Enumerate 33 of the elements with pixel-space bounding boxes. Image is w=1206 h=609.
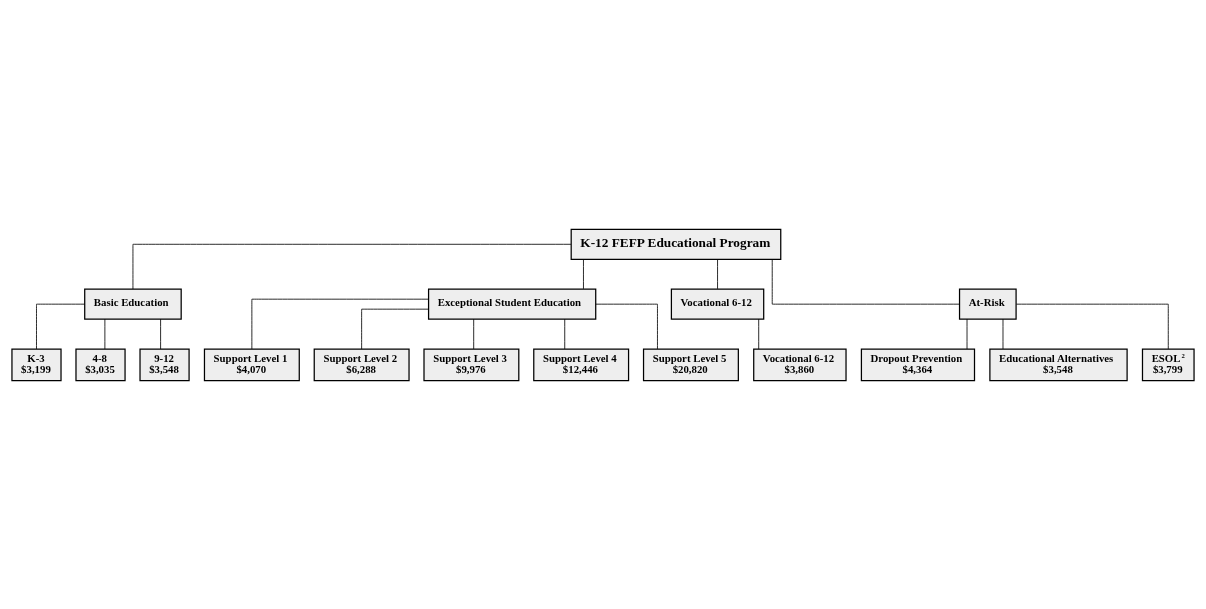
node-box: Vocational 6-12 [670, 288, 765, 320]
connector [132, 243, 572, 289]
node-box: Basic Education [84, 288, 182, 320]
connector [758, 318, 760, 349]
node-box: Support Level 3 $9,976 [423, 347, 520, 381]
connector [595, 303, 658, 349]
connector [771, 258, 960, 305]
connector [564, 318, 566, 349]
node-box: Vocational 6-12 $3,860 [753, 347, 847, 381]
connector [361, 308, 429, 349]
node-box: Support Level 4 $12,446 [533, 347, 630, 381]
connector [1016, 303, 1169, 349]
node-box: 9-12 $3,548 [139, 347, 190, 381]
node-box: K-12 FEFP Educational Program [570, 228, 782, 260]
connector [104, 318, 106, 349]
connector [160, 318, 161, 349]
connector [36, 303, 86, 349]
node-box: At-Risk [958, 288, 1017, 320]
connector [717, 258, 718, 289]
node-box: Exceptional Student Education [427, 288, 597, 320]
connector [966, 318, 968, 349]
connector [473, 318, 475, 349]
connector [1002, 318, 1004, 349]
node-box: Support Level 2 $6,288 [313, 347, 410, 381]
node-box: K-3 $3,199 [11, 347, 62, 381]
node-box: Support Level 5 $20,820 [642, 347, 739, 381]
node-box: Support Level 1 $4,070 [203, 347, 300, 381]
connector [583, 258, 584, 289]
node-box: 4-8 $3,035 [75, 347, 126, 381]
node-box: Educational Alternatives $3,548 [989, 347, 1128, 381]
node-box: Dropout Prevention $4,364 [860, 347, 976, 381]
node-box: ESOL$^{2}$ $3,799 [1141, 347, 1195, 381]
connector [251, 298, 429, 349]
